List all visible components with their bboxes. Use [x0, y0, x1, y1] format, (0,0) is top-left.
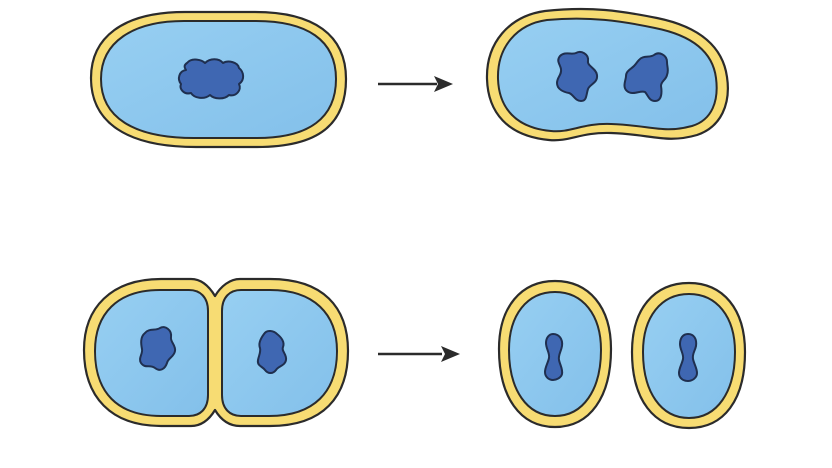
left-daughter-nucleus: [139, 326, 177, 371]
right-daughter-nucleus: [256, 330, 288, 374]
stage-4-separated-cells: [497, 279, 747, 430]
stage-3-dividing-cells: [82, 277, 350, 428]
nucleus-left: [556, 51, 599, 102]
stage-1-cell: [89, 10, 348, 149]
stage-2-cell: [485, 7, 729, 142]
right-arrow-icon: [378, 346, 460, 362]
right-arrow-icon: [378, 76, 453, 92]
right-cell-nucleus: [678, 333, 698, 382]
left-cell-nucleus: [544, 333, 564, 381]
nucleus: [177, 58, 245, 100]
cytoplasm: [496, 17, 718, 133]
nucleus-right: [623, 52, 669, 102]
